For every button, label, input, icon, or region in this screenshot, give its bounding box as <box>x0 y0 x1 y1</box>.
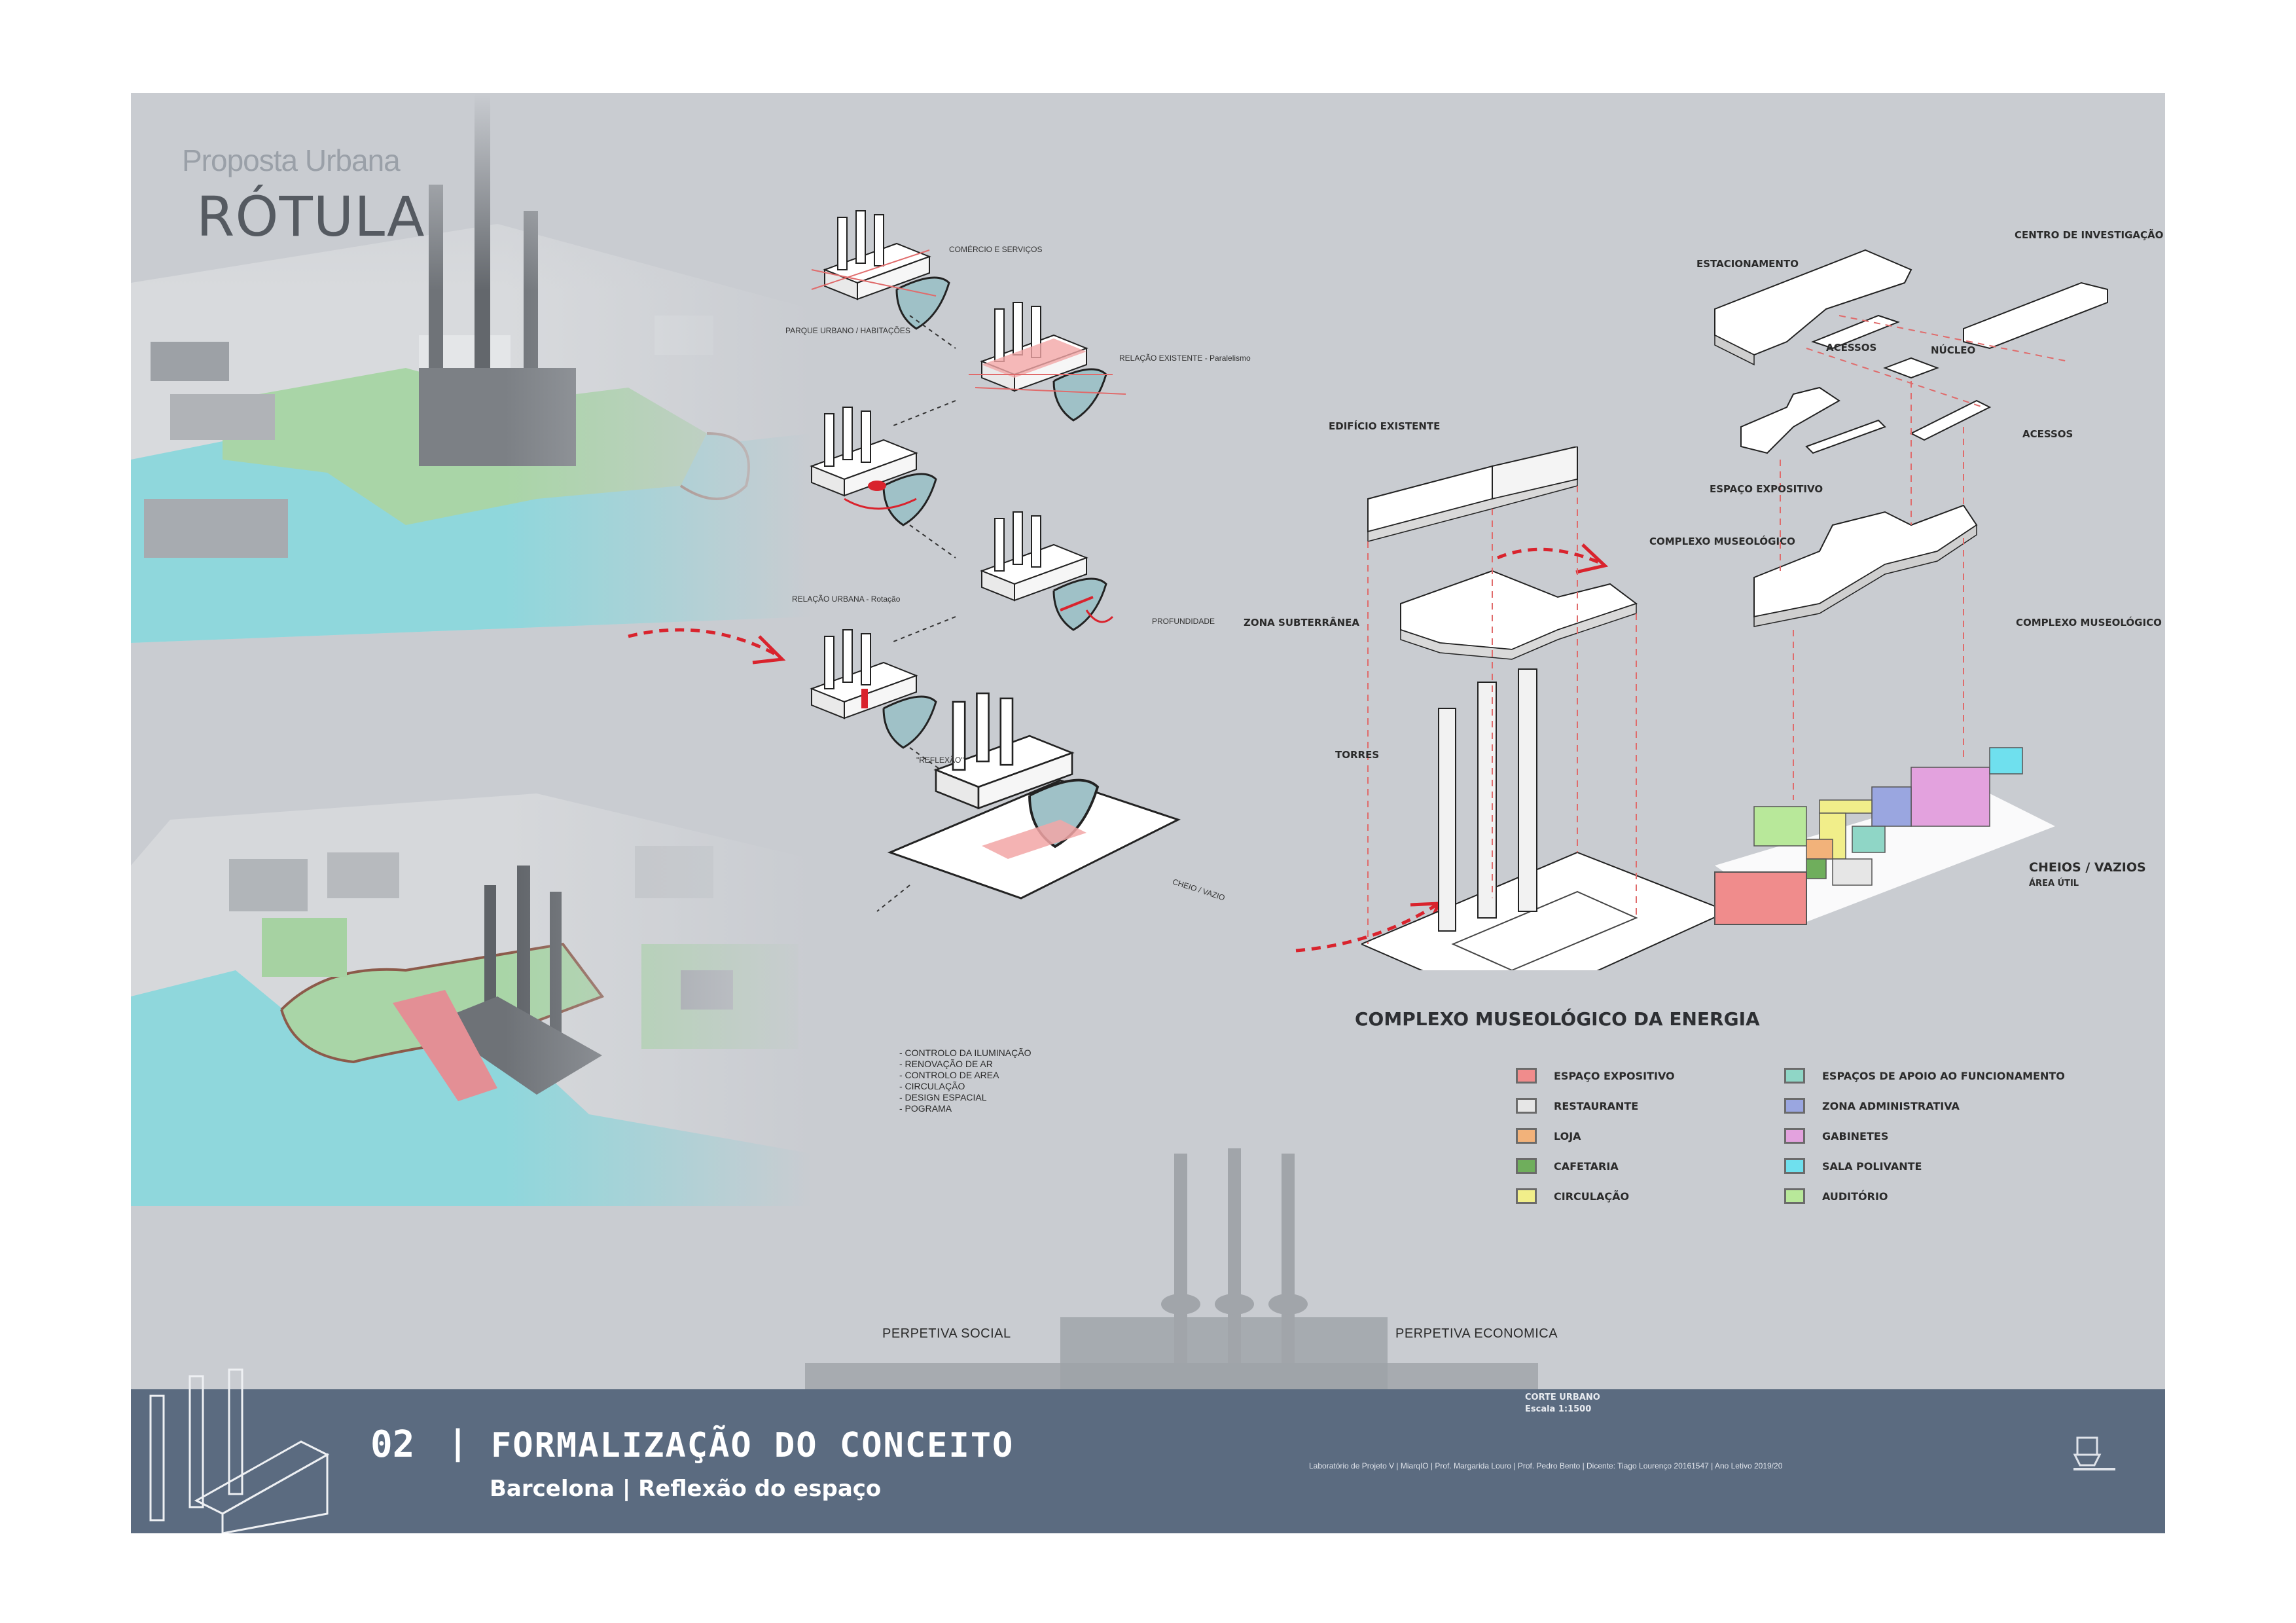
program-explosion <box>1714 249 2108 925</box>
page-title: RÓTULA <box>196 185 425 249</box>
legend-item: CIRCULAÇÃO <box>1516 1186 1629 1206</box>
legend-title: COMPLEXO MUSEOLÓGICO DA ENERGIA <box>1355 1008 1760 1030</box>
label-reflexao: "REFLEXÃO" <box>916 756 964 765</box>
list-item: - CIRCULAÇÃO <box>899 1081 965 1091</box>
urban-section <box>805 1148 1538 1393</box>
label-edificio-existente: EDIFÍCIO EXISTENTE <box>1329 420 1441 432</box>
diagram-step-2 <box>889 301 1126 428</box>
legend-label: AUDITÓRIO <box>1822 1190 1888 1203</box>
legend-swatch <box>1516 1188 1537 1204</box>
legend-label: CIRCULAÇÃO <box>1554 1190 1630 1203</box>
legend-swatch <box>1784 1158 1805 1174</box>
legend-label: ESPAÇO EXPOSITIVO <box>1554 1069 1675 1082</box>
legend-item: AUDITÓRIO <box>1784 1186 1888 1206</box>
label-relacao-existente: RELAÇÃO EXISTENTE - Paralelismo <box>1119 354 1251 363</box>
factory-icon <box>149 1368 330 1533</box>
legend-item: ESPAÇOS DE APOIO AO FUNCIONAMENTO <box>1784 1066 2065 1085</box>
label-comercio: COMÉRCIO E SERVIÇOS <box>949 245 1043 254</box>
legend-swatch <box>1784 1128 1805 1144</box>
diagram-step-3 <box>810 406 956 558</box>
label-parque: PARQUE URBANO / HABITAÇÕES <box>785 326 910 335</box>
list-item: - POGRAMA <box>899 1103 952 1114</box>
chapter-number: 02 <box>370 1423 415 1466</box>
concept-sequence <box>810 210 1181 912</box>
section-scale: Escala 1:1500 <box>1525 1404 1592 1414</box>
legend-label: SALA POLIVANTE <box>1822 1159 1922 1173</box>
legend-item: ESPAÇO EXPOSITIVO <box>1516 1066 1675 1085</box>
label-acessos-2: ACESSOS <box>2022 428 2073 440</box>
flow-arrows <box>628 543 1609 953</box>
legend-swatch <box>1784 1068 1805 1084</box>
section-caption: CORTE URBANO Escala 1:1500 <box>1525 1392 1600 1415</box>
list-item: - DESIGN ESPACIAL <box>899 1092 987 1103</box>
list-item: - RENOVAÇÃO DE AR <box>899 1059 993 1069</box>
footer-bar: CORTE URBANO Escala 1:1500 02 | FORMALIZ… <box>131 1389 2165 1533</box>
label-espaco-expositivo: ESPAÇO EXPOSITIVO <box>1710 483 1823 495</box>
label-acessos-1: ACESSOS <box>1826 342 1877 354</box>
chapter-separator: | <box>452 1423 464 1463</box>
diagram-step-5 <box>810 629 956 781</box>
label-nucleo: NÚCLEO <box>1931 344 1976 356</box>
legend-item: LOJA <box>1516 1126 1581 1146</box>
page-subtitle: Proposta Urbana <box>182 143 401 177</box>
faculty-logo-icon <box>2073 1436 2115 1470</box>
credits: Laboratório de Projeto V | MiarqIO | Pro… <box>1309 1461 1783 1470</box>
label-estacionamento: ESTACIONAMENTO <box>1696 258 1799 270</box>
exploded-axonometric <box>1361 447 1728 970</box>
legend-item: CAFETARIA <box>1516 1156 1619 1176</box>
label-relacao-urbana: RELAÇÃO URBANA - Rotação <box>792 594 901 604</box>
legend-swatch <box>1516 1098 1537 1114</box>
label-perspetiva-social: PERPETIVA SOCIAL <box>882 1326 1011 1341</box>
list-item: - CONTROLO DE AREA <box>899 1070 999 1080</box>
list-item: - CONTROLO DA ILUMINAÇÃO <box>899 1048 1031 1058</box>
label-area-util: ÁREA ÚTIL <box>2029 879 2079 888</box>
urban-renders <box>131 93 812 1206</box>
section-title: CORTE URBANO <box>1525 1393 1600 1402</box>
label-centro-investigacao: CENTRO DE INVESTIGAÇÃO <box>2015 229 2164 241</box>
diagram-step-1 <box>811 210 956 349</box>
label-perspetiva-economica: PERPETIVA ECONOMICA <box>1395 1326 1558 1341</box>
legend-swatch <box>1784 1098 1805 1114</box>
diagram-step-6 <box>876 692 1181 912</box>
legend-label: LOJA <box>1554 1129 1581 1142</box>
legend-item: ZONA ADMINISTRATIVA <box>1784 1096 1960 1116</box>
legend-swatch <box>1516 1068 1537 1084</box>
aerial-render-bottom <box>131 793 812 1206</box>
aerial-render-top <box>131 93 812 656</box>
label-complexo-museologico: COMPLEXO MUSEOLÓGICO <box>1649 536 1795 547</box>
legend-swatch <box>1516 1158 1537 1174</box>
diagram-step-4 <box>889 511 1114 644</box>
label-complexo-museologico-2: COMPLEXO MUSEOLÓGICO <box>2016 617 2162 629</box>
legend-item: GABINETES <box>1784 1126 1888 1146</box>
legend-swatch <box>1784 1188 1805 1204</box>
legend-swatch <box>1516 1128 1537 1144</box>
presentation-board: Proposta Urbana RÓTULA <box>131 93 2165 1533</box>
legend-label: ESPAÇOS DE APOIO AO FUNCIONAMENTO <box>1822 1069 2065 1082</box>
legend-label: ZONA ADMINISTRATIVA <box>1822 1099 1960 1112</box>
label-profundidade: PROFUNDIDADE <box>1152 617 1215 626</box>
chapter-subtitle: Barcelona | Reflexão do espaço <box>490 1476 882 1502</box>
legend-item: RESTAURANTE <box>1516 1096 1638 1116</box>
legend-label: GABINETES <box>1822 1129 1889 1142</box>
legend-label: CAFETARIA <box>1554 1159 1619 1173</box>
design-criteria-list: - CONTROLO DA ILUMINAÇÃO - RENOVAÇÃO DE … <box>899 1048 1031 1114</box>
label-zona-subterranea: ZONA SUBTERRÂNEA <box>1244 617 1360 629</box>
legend-item: SALA POLIVANTE <box>1784 1156 1922 1176</box>
chapter-title: FORMALIZAÇÃO DO CONCEITO <box>491 1426 1014 1465</box>
label-cheios-vazios: CHEIOS / VAZIOS <box>2029 860 2146 875</box>
label-torres: TORRES <box>1335 749 1380 761</box>
legend-label: RESTAURANTE <box>1554 1099 1639 1112</box>
